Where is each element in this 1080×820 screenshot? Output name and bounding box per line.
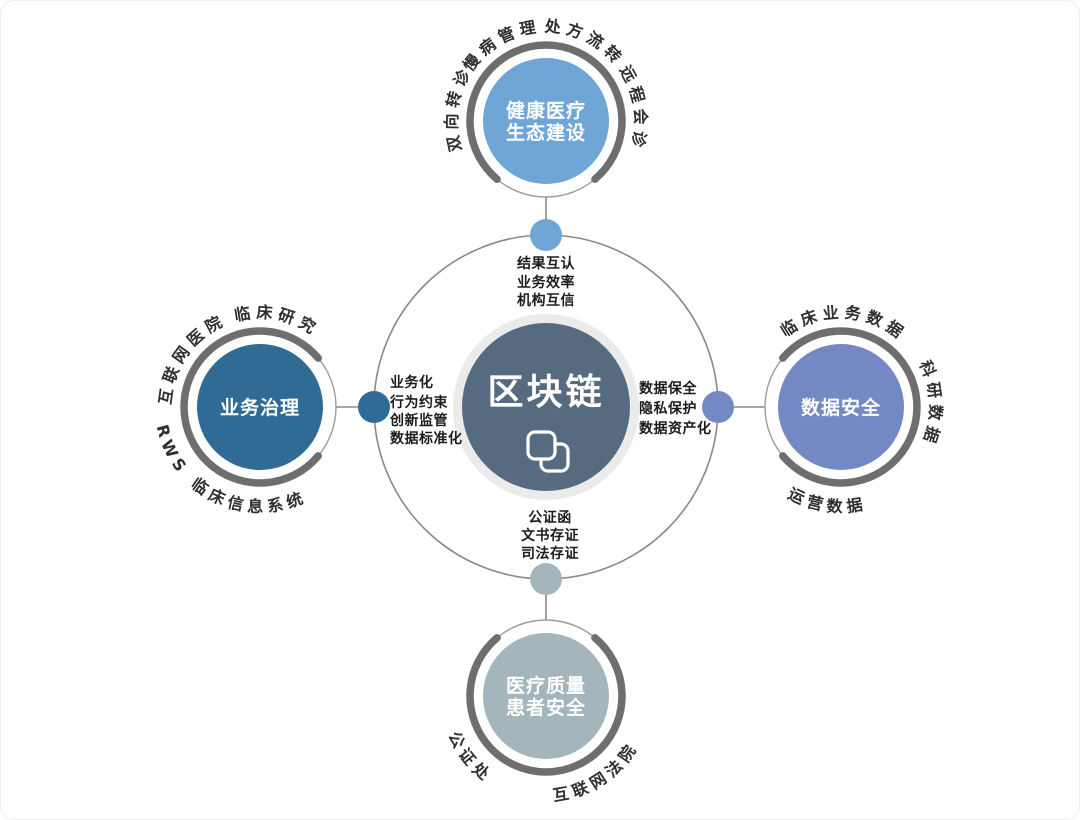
satellite-left-arc	[180, 327, 322, 487]
satellite-right-arc	[779, 327, 921, 487]
annotation-right-line: 数据保全	[639, 380, 697, 397]
center-circle	[462, 323, 630, 491]
annotation-bottom-line: 公证函	[528, 510, 572, 526]
satellite-top: 健康医疗 生态建设	[466, 41, 626, 198]
annotation-bottom-line: 文书存证	[521, 527, 579, 544]
annotation-top-line: 机构互信	[517, 292, 575, 309]
satellite-left: 业务治理	[180, 327, 337, 487]
node-dot-top	[530, 219, 562, 251]
node-dot-left	[358, 391, 390, 423]
satellite-right-name: 数据安全	[801, 396, 881, 419]
satellite-bottom-circle	[483, 633, 609, 759]
satellite-bottom-arc	[466, 634, 626, 776]
annotation-left-line: 数据标准化	[390, 430, 463, 447]
annotation-top-line: 业务效率	[517, 274, 575, 291]
center-node: 区块链	[453, 314, 639, 500]
chain-blocks-icon	[526, 430, 570, 473]
satellite-top-name: 健康医疗	[506, 99, 586, 122]
satellite-left-name: 业务治理	[220, 396, 300, 419]
satellite-bottom-name: 医疗质量	[506, 674, 586, 697]
satellite-bottom-name: 患者安全	[506, 696, 586, 719]
annotation-bottom: 公证函 文书存证 司法存证	[521, 510, 579, 562]
annotation-top: 结果互认 业务效率 机构互信	[517, 255, 575, 309]
annotation-top-line: 结果互认	[517, 255, 575, 272]
annotation-right: 数据保全 隐私保护 数据资产化	[639, 380, 712, 437]
tag-label: 运营数据	[785, 484, 864, 516]
tag-right-clinical-business-data: 临床业务数据	[777, 303, 911, 345]
annotation-left-line: 行为约束	[389, 394, 448, 411]
satellite-bottom: 医疗质量 患者安全	[466, 619, 626, 776]
satellite-top-arc	[466, 41, 626, 183]
annotation-right-line: 隐私保护	[639, 400, 697, 417]
annotation-bottom-line: 司法存证	[521, 545, 579, 562]
tag-right-operations-data: 运营数据	[785, 484, 869, 516]
annotation-right-line: 数据资产化	[639, 420, 712, 437]
tag-label: 临床业务数据	[777, 303, 906, 345]
tag-label: 公证处	[444, 728, 491, 786]
satellite-right: 数据安全	[764, 327, 921, 487]
node-dot-right	[702, 391, 734, 423]
satellite-top-name: 生态建设	[506, 121, 586, 144]
node-dot-bottom	[530, 563, 562, 595]
center-title: 区块链	[487, 372, 604, 413]
satellite-right-circle	[778, 344, 904, 470]
tag-bottom-notary-office: 公证处	[444, 728, 496, 786]
chain-block-front	[526, 430, 557, 461]
annotation-left-line: 业务化	[390, 374, 434, 391]
satellite-top-circle	[483, 58, 609, 184]
annotation-left-line: 创新监管	[389, 412, 448, 429]
annotation-left: 业务化 行为约束 创新监管 数据标准化	[389, 374, 463, 447]
satellite-left-circle	[197, 344, 323, 470]
